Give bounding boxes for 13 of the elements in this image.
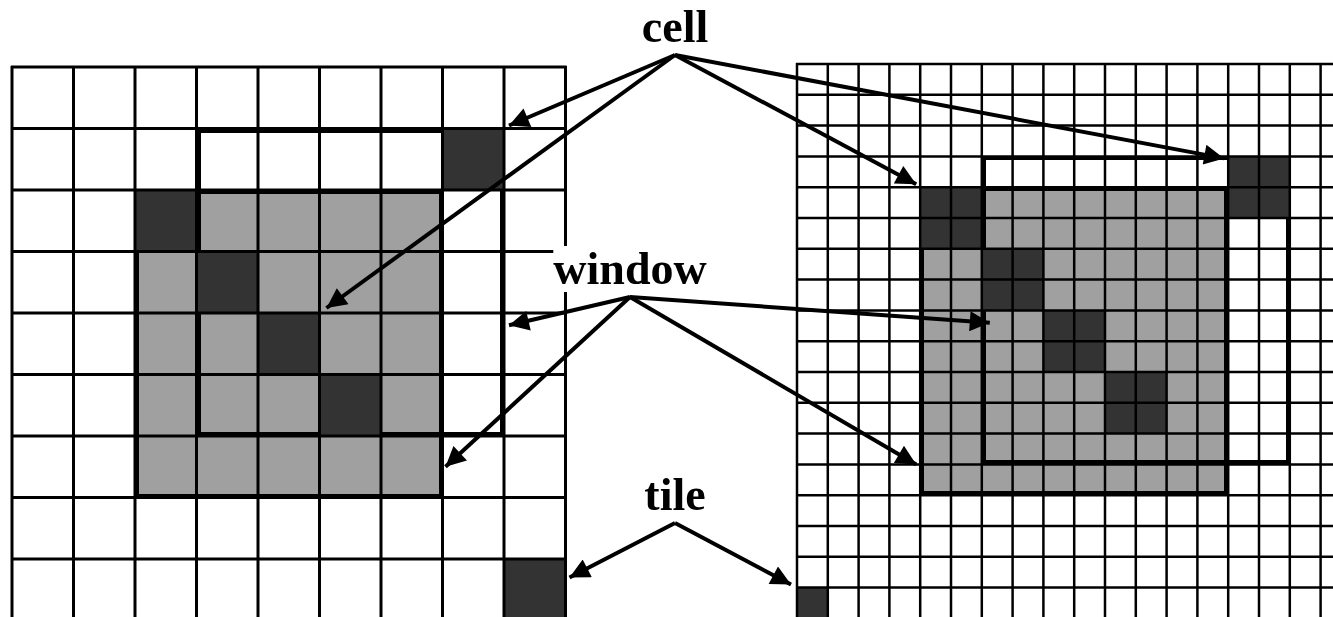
leader-line	[629, 295, 990, 332]
tile-cell	[504, 559, 566, 617]
leader-line	[674, 53, 1225, 165]
leader-line	[674, 521, 792, 587]
leader-line	[508, 295, 631, 331]
leader-line	[444, 295, 632, 469]
leader-line	[674, 53, 918, 186]
leader-line	[508, 53, 676, 128]
leader-line	[629, 295, 918, 467]
callout-label: window	[553, 246, 707, 292]
dark-cell	[442, 128, 504, 190]
leader-line	[325, 53, 677, 310]
leader-line	[568, 521, 676, 580]
